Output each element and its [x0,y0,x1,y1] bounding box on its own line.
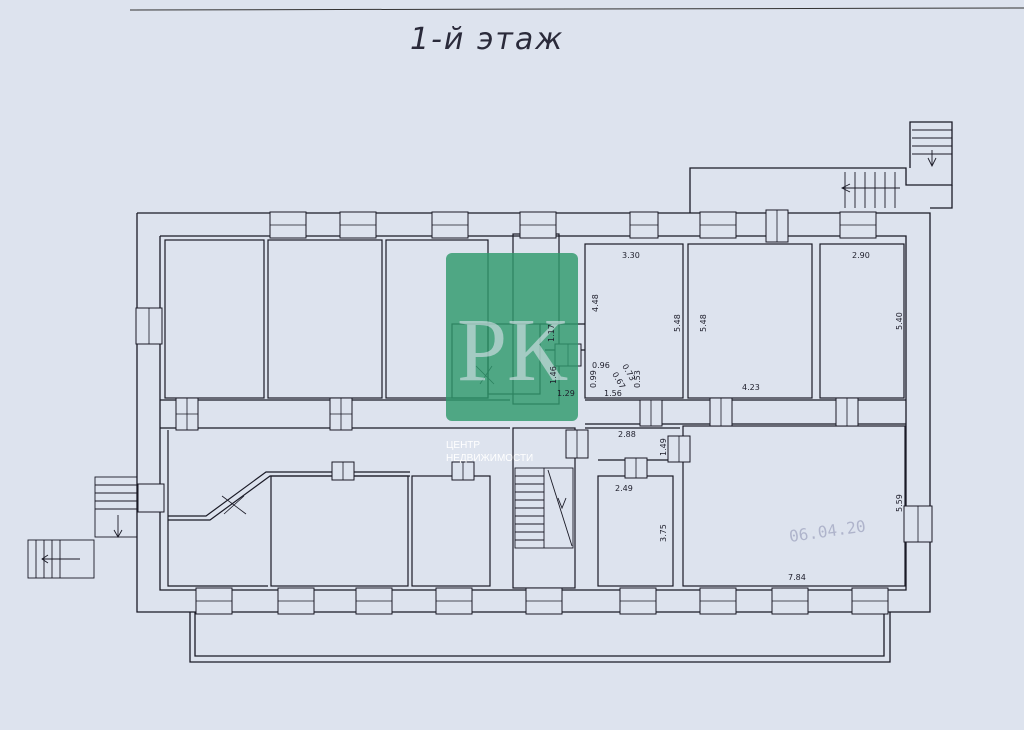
dim-0-53: 0.53 [633,370,642,388]
watermark-letters: РК [457,301,568,400]
dim-2-88: 2.88 [618,430,636,439]
dim-1-17: 1.17 [547,324,556,342]
watermark-line2: НЕДВИЖИМОСТИ [446,453,533,464]
date-stamp: 06.04.20 [788,516,867,546]
dim-0-99: 0.99 [589,370,598,388]
central-stairs [514,467,574,549]
dim-0-96: 0.96 [592,361,610,370]
dim-5-48b: 5.48 [699,314,708,332]
floor-title: 1-й этаж [410,22,565,57]
dim-2-90: 2.90 [852,251,870,260]
dim-2-49: 2.49 [615,484,633,493]
dimension-labels: 3.30 4.48 5.48 5.48 2.90 5.40 4.23 1.17 … [547,251,904,582]
dim-5-40: 5.40 [895,312,904,330]
dim-4-23: 4.23 [742,383,760,392]
agency-watermark: РК ЦЕНТР НЕДВИЖИМОСТИ [446,253,578,464]
exterior-stairs [27,129,952,579]
watermark-line1: ЦЕНТР [446,440,480,451]
dim-5-59: 5.59 [895,494,904,512]
window-muntins [148,224,919,602]
dim-4-48: 4.48 [591,294,600,312]
dim-3-75: 3.75 [659,524,668,542]
sheet-top-border [129,7,1024,11]
dim-3-30: 3.30 [622,251,640,260]
dim-5-48a: 5.48 [673,314,682,332]
door-crosses [176,210,848,515]
dim-7-84: 7.84 [788,573,806,582]
dim-1-29: 1.29 [557,389,575,398]
dim-1-49: 1.49 [659,438,668,456]
dim-1-56: 1.56 [604,389,622,398]
dim-1-46: 1.46 [549,366,558,384]
